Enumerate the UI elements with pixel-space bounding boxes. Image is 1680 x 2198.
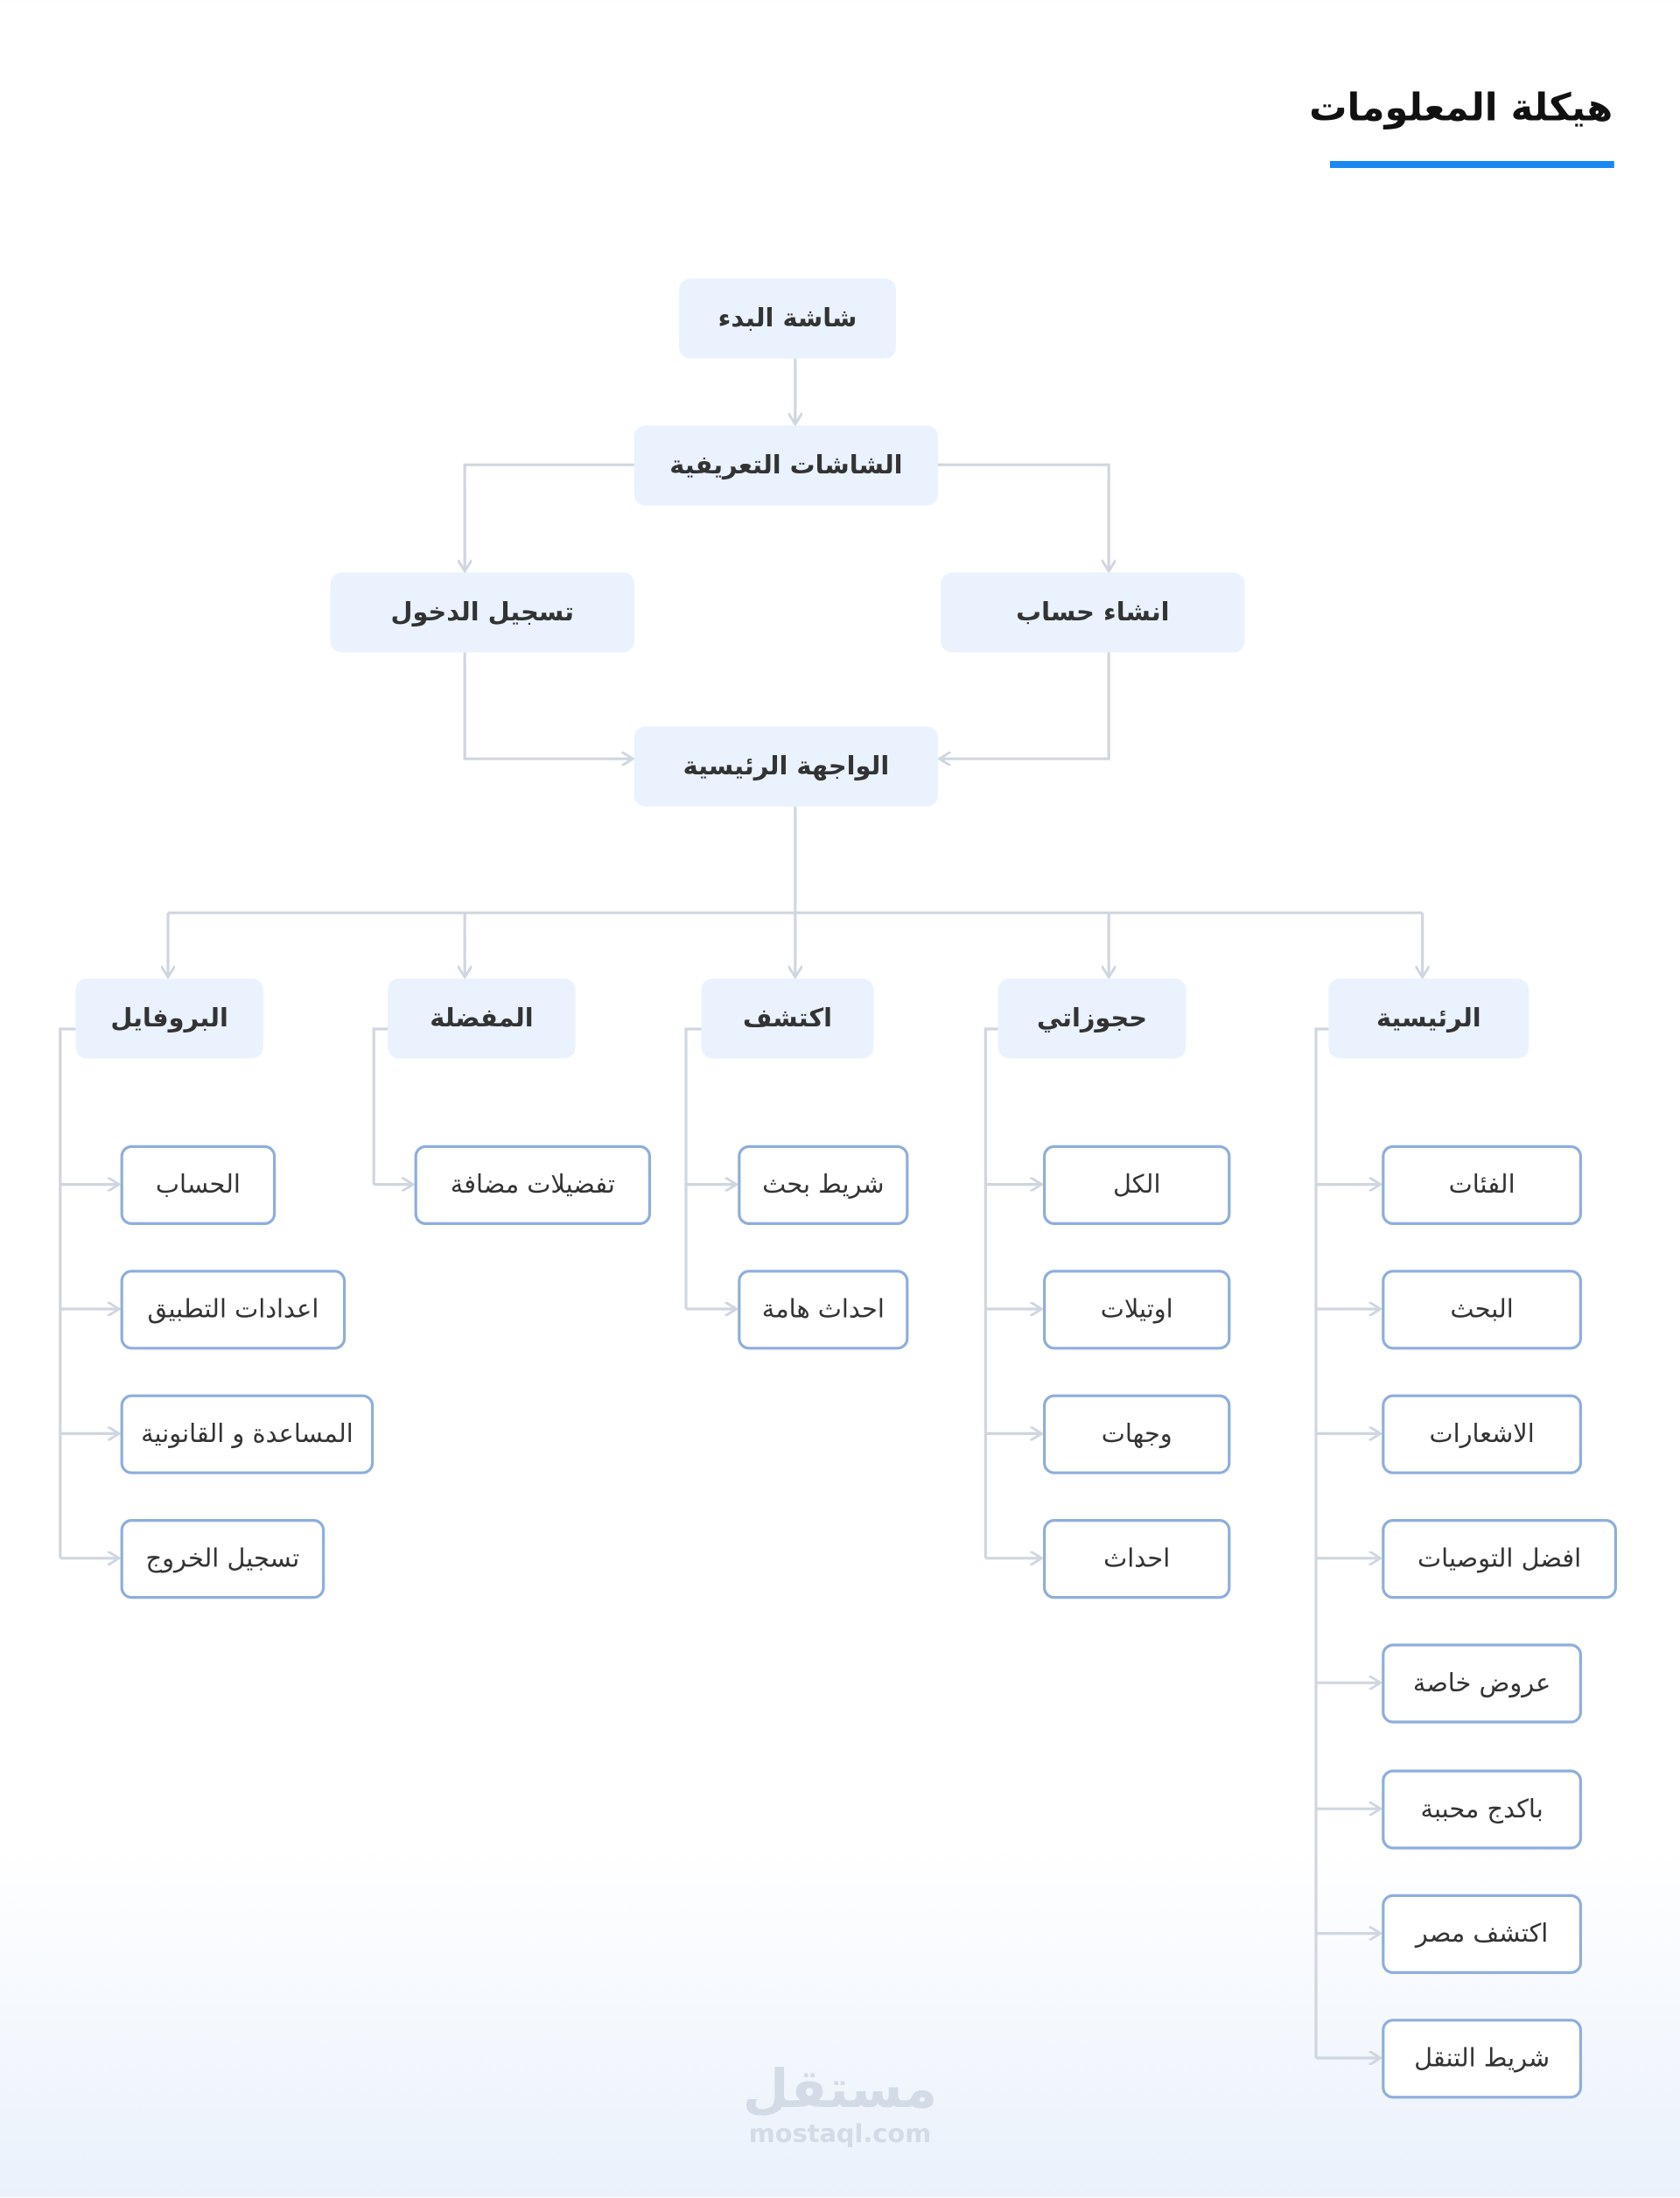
- node-onboarding[interactable]: الشاشات التعريفية: [634, 425, 938, 506]
- section-profile[interactable]: البروفايل: [75, 978, 263, 1059]
- profile-item[interactable]: تسجيل الخروج: [120, 1519, 326, 1600]
- watermark-arabic: مستقل: [742, 2058, 938, 2120]
- watermark-logo: مستقل mostaql.com: [728, 2058, 952, 2149]
- bookings-item[interactable]: الكل: [1043, 1144, 1231, 1225]
- connector: [1314, 1027, 1329, 2059]
- bookings-item[interactable]: احداث: [1043, 1519, 1231, 1600]
- home-item[interactable]: اكتشف مصر: [1382, 1894, 1582, 1974]
- home-item[interactable]: الاشعارات: [1382, 1394, 1582, 1474]
- node-splash[interactable]: شاشة البدء: [679, 278, 896, 359]
- connector: [59, 1027, 76, 1558]
- home-item[interactable]: الفئات: [1382, 1144, 1582, 1225]
- node-login[interactable]: تسجيل الدخول: [330, 572, 634, 653]
- section-explore[interactable]: اكتشف: [701, 978, 874, 1059]
- home-item[interactable]: عروض خاصة: [1382, 1643, 1582, 1724]
- profile-item[interactable]: اعدادات التطبيق: [120, 1270, 346, 1350]
- node-main[interactable]: الواجهة الرئيسية: [634, 726, 938, 807]
- home-item[interactable]: شريط التنقل: [1382, 2019, 1582, 2099]
- profile-item[interactable]: الحساب: [120, 1144, 276, 1225]
- connector: [984, 1027, 998, 1558]
- section-bookings[interactable]: حجوزاتي: [998, 978, 1186, 1059]
- bookings-item[interactable]: وجهات: [1043, 1394, 1231, 1474]
- home-item[interactable]: البحث: [1382, 1270, 1582, 1350]
- section-favorites[interactable]: المفضلة: [388, 978, 576, 1059]
- home-item[interactable]: باكدج محببة: [1382, 1769, 1582, 1850]
- connector: [372, 1027, 388, 1185]
- home-item[interactable]: افضل التوصيات: [1382, 1519, 1617, 1600]
- bookings-item[interactable]: اوتيلات: [1043, 1270, 1231, 1350]
- connector: [463, 652, 633, 760]
- connector: [684, 1027, 702, 1310]
- explore-item[interactable]: شريط بحث: [738, 1144, 909, 1225]
- connector: [940, 652, 1110, 760]
- watermark-latin: mostaql.com: [748, 2119, 932, 2149]
- node-signup[interactable]: انشاء حساب: [941, 572, 1245, 653]
- profile-item[interactable]: المساعدة و القانونية: [120, 1394, 374, 1474]
- page-title: هيكلة المعلومات: [1309, 87, 1614, 130]
- explore-item[interactable]: احداث هامة: [738, 1270, 909, 1350]
- favorites-item[interactable]: تفضيلات مضافة: [414, 1144, 651, 1225]
- title-underline: [1330, 161, 1614, 168]
- connector: [465, 463, 634, 571]
- section-home[interactable]: الرئيسية: [1328, 978, 1530, 1059]
- connector: [938, 463, 1109, 571]
